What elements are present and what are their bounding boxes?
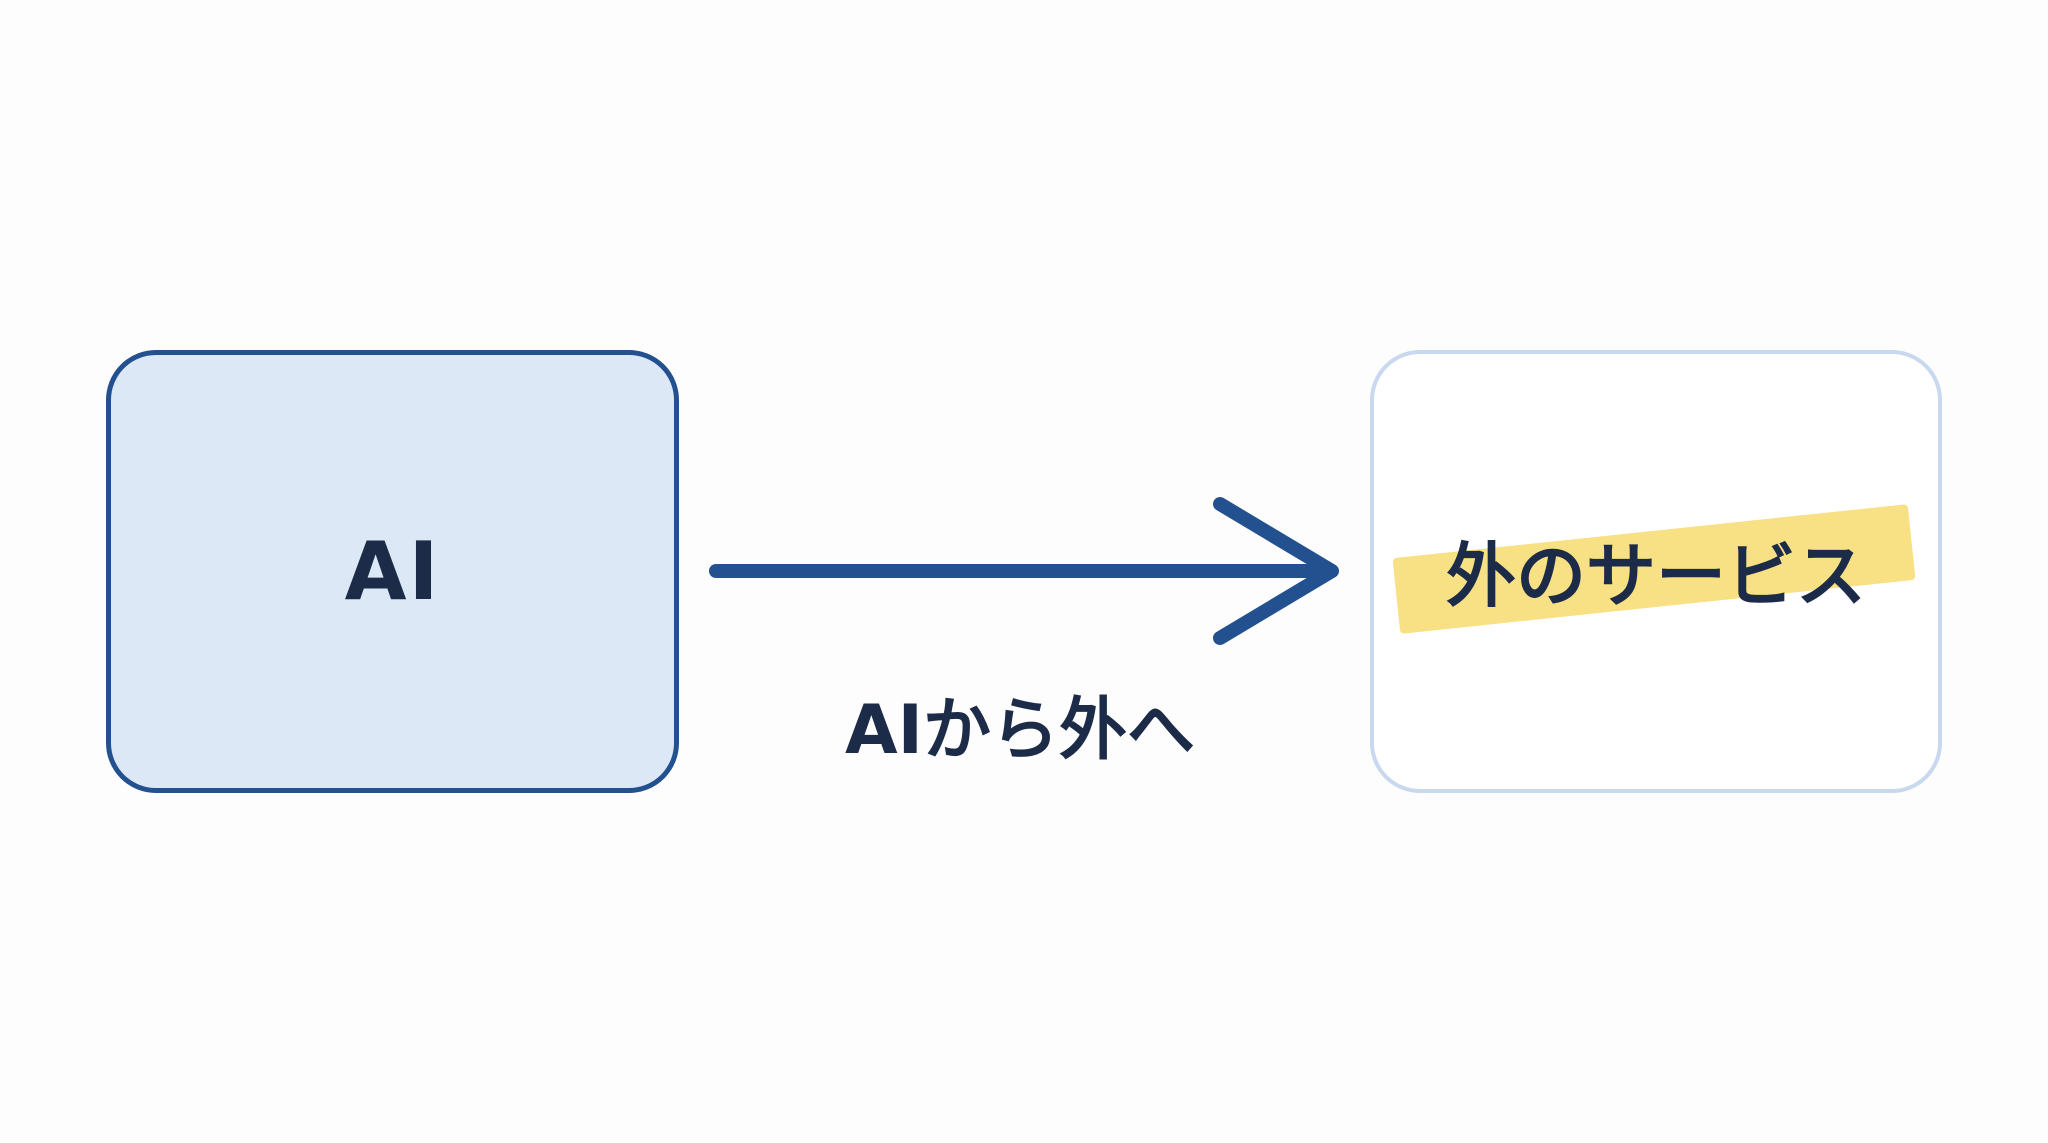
- ai-node: AI: [106, 350, 679, 793]
- ai-node-label: AI: [344, 525, 441, 618]
- arrow-head: [1213, 497, 1339, 645]
- arrow-label: AIから外へ: [845, 690, 1195, 770]
- external-service-label: 外のサービス: [1446, 534, 1866, 617]
